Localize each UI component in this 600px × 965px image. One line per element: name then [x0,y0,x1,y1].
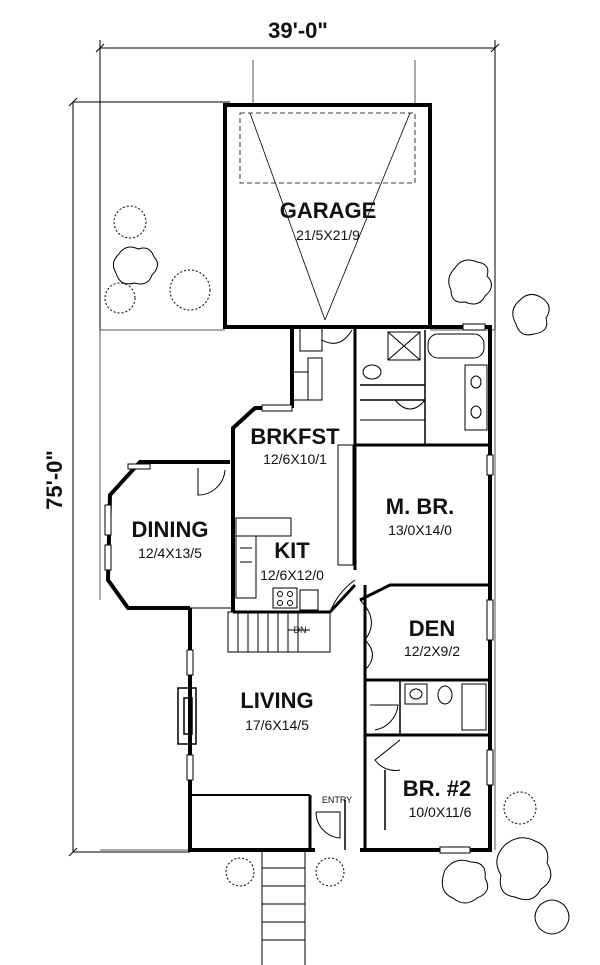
brkfst-size: 12/6X10/1 [263,451,327,467]
overall-depth-label: 75'-0" [42,450,67,510]
dining-name: DINING [132,517,209,542]
garage-size: 21/5X21/9 [296,227,360,243]
kit-size: 12/6X12/0 [260,567,324,583]
kit-name: KIT [274,538,310,563]
overall-width-label: 39'-0" [268,18,328,43]
exterior-walls [105,325,492,852]
brkfst-name: BRKFST [250,424,340,449]
width-dimension-line [95,40,500,330]
dining-size: 12/4X13/5 [138,545,202,561]
den-size: 12/2X9/2 [404,643,460,659]
front-walk [261,850,306,965]
mbr-name: M. BR. [386,494,454,519]
entry-label: ENTRY [322,795,352,805]
lot-lines [99,60,496,851]
mbr-size: 13/0X14/0 [388,522,452,538]
fireplace [177,687,197,745]
doors [197,468,401,839]
den-bath-fixtures [404,683,487,731]
utility-room [292,326,353,401]
den-name: DEN [409,616,455,641]
kitchen-fixtures [235,444,354,611]
stair [227,611,331,653]
depth-dimension-line [68,97,230,857]
master-bath-fixtures [360,331,488,431]
living-name: LIVING [240,688,313,713]
garage-name: GARAGE [280,198,377,223]
shrub-icon [104,205,570,935]
windows [104,323,494,854]
br2-size: 10/0X11/6 [409,804,472,820]
stair-down-label: DN [294,625,307,635]
living-size: 17/6X14/5 [245,717,309,733]
br2-name: BR. #2 [403,776,471,801]
